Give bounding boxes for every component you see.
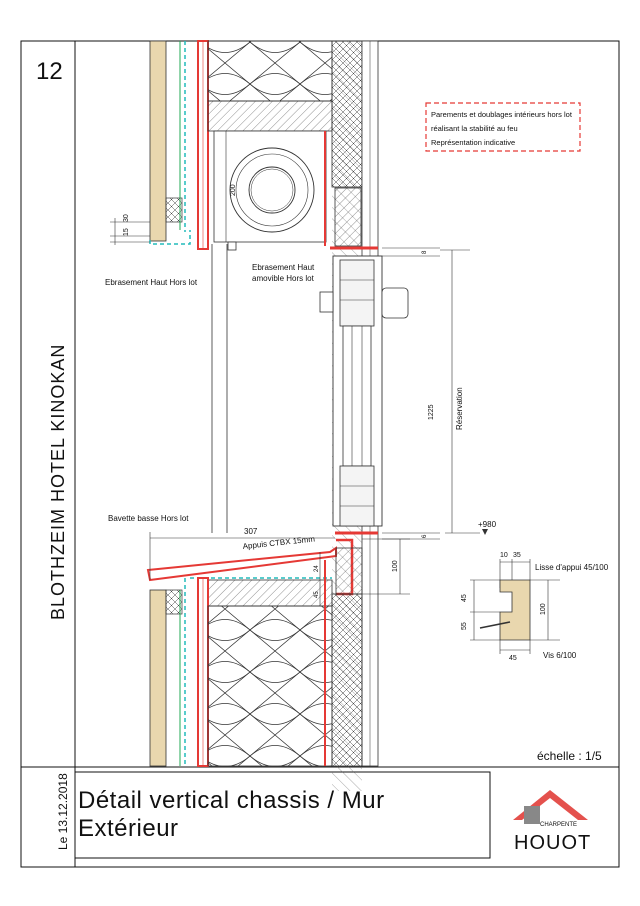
logo-brand: HOUOT [514,832,592,854]
top-cladding [149,40,167,242]
dim-1225: 1225 [428,404,435,420]
top-insulation [207,40,333,102]
logo-block [524,806,540,824]
roller-outer [229,147,315,233]
top-inner-panel [331,40,363,188]
ebrasement-amovible-line2: amovible Hors lot [252,274,315,283]
bottom-insulation [207,605,333,767]
dim-45-lisse: 45 [461,594,468,602]
sill-block [335,547,363,595]
bavette-label: Bavette basse Hors lot [108,514,189,523]
dim-55: 55 [461,622,468,630]
top-inner-block [334,187,362,247]
title-box [74,771,491,859]
dim-30: 30 [123,214,130,222]
scale-label: échelle : 1/5 [537,749,602,763]
dim-15: 15 [123,228,130,236]
dim-307: 307 [244,527,258,536]
lintel [207,100,333,132]
sill-board [146,546,337,582]
sheet-number: 12 [36,58,63,85]
note-line-3: Représentation indicative [431,138,515,147]
dim-6: 6 [422,534,428,538]
roller-inner [248,166,296,214]
logo-subtitle: CHARPENTE [540,822,578,828]
dim-100: 100 [392,560,399,572]
dim-24: 24 [314,565,320,572]
sheet-title: Détail vertical chassis / Mur Extérieur [78,787,385,842]
window-head-seal [381,287,409,319]
glazing [342,325,372,467]
dim-35: 35 [513,552,521,559]
dim-200: 200 [230,184,237,196]
logo-roof [513,790,588,820]
note-line-1: Parements et doublages intérieurs hors l… [431,110,573,119]
window-sill-profile [339,465,375,527]
ebrasement-haut-label: Ebrasement Haut Hors lot [105,278,198,287]
bottom-inner-panel [331,593,363,767]
lisse-screw [479,621,511,629]
dim-45: 45 [314,591,320,598]
dim-100-lisse: 100 [540,603,547,615]
reservation-label: Réservation [455,387,464,430]
sill-beam [207,579,333,607]
ebrasement-amovible-line1: Ebrasement Haut [252,263,315,272]
bottom-cladding [149,589,167,767]
lisse-label: Lisse d'appui 45/100 [535,563,609,572]
dim-45-base: 45 [509,655,517,662]
window-head-profile [339,259,375,327]
top-batten [165,197,183,223]
note-line-2: réalisant la stabilité au feu [431,124,518,133]
lisse-profile [499,579,531,641]
dim-8: 8 [422,250,428,254]
dim-10: 10 [500,552,508,559]
notes-box [425,102,581,152]
level-label: +980 [478,520,497,529]
appuis-label: Appuis CTBX 15mm [242,534,315,551]
vis-label: Vis 6/100 [543,651,577,660]
